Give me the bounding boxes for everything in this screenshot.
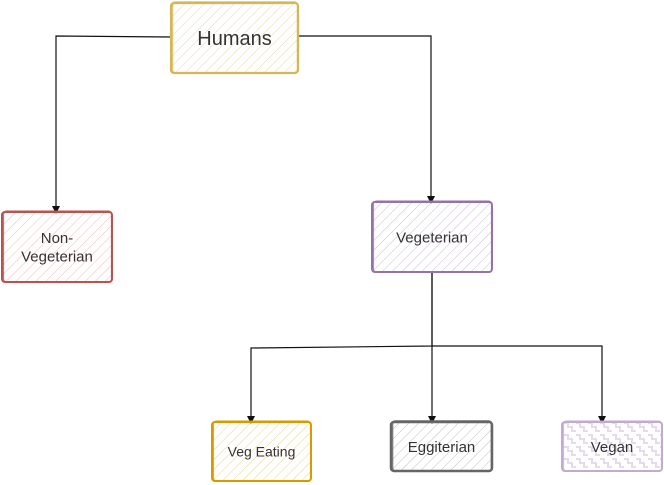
edge-veg-to-vegan bbox=[432, 345, 606, 424]
node-humans-fill bbox=[171, 3, 298, 73]
edge-veg-to-vegeating bbox=[247, 272, 433, 424]
node-vegeterian-fill bbox=[372, 202, 492, 272]
node-humans-label: Humans bbox=[197, 28, 271, 50]
node-vegeterian[interactable]: Vegeterian bbox=[371, 200, 493, 273]
node-vegan[interactable]: Vegan bbox=[561, 420, 663, 472]
node-veg-eating-border-sketch bbox=[212, 420, 312, 482]
node-non-vegeterian-fill bbox=[2, 212, 112, 282]
edges-layer bbox=[52, 35, 606, 424]
node-non-vegeterian[interactable]: Non- Vegeterian bbox=[1, 210, 113, 283]
node-non-vegeterian-label: Non- bbox=[41, 230, 74, 247]
node-eggiterian-label: Eggiterian bbox=[408, 439, 476, 456]
node-vegan-fill bbox=[562, 422, 662, 471]
node-non-vegeterian-label: Vegeterian bbox=[21, 249, 93, 266]
node-vegeterian-label: Vegeterian bbox=[396, 229, 468, 246]
node-humans-border-sketch bbox=[171, 1, 299, 74]
node-eggiterian-fill bbox=[391, 422, 492, 471]
edge-humans-to-nonveg bbox=[52, 35, 172, 214]
node-veg-eating-fill bbox=[212, 422, 311, 481]
node-vegeterian-border-sketch bbox=[372, 200, 493, 273]
node-eggiterian[interactable]: Eggiterian bbox=[389, 420, 494, 473]
edge-humans-to-veg bbox=[298, 35, 435, 204]
node-vegan-border-sketch bbox=[562, 420, 663, 472]
node-eggiterian-border-sketch bbox=[391, 420, 493, 472]
node-vegan-label: Vegan bbox=[591, 439, 634, 456]
node-veg-eating-label: Veg Eating bbox=[228, 443, 296, 459]
node-veg-eating[interactable]: Veg Eating bbox=[211, 420, 312, 482]
node-humans[interactable]: Humans bbox=[169, 1, 300, 75]
node-non-vegeterian-border-sketch bbox=[2, 210, 113, 283]
